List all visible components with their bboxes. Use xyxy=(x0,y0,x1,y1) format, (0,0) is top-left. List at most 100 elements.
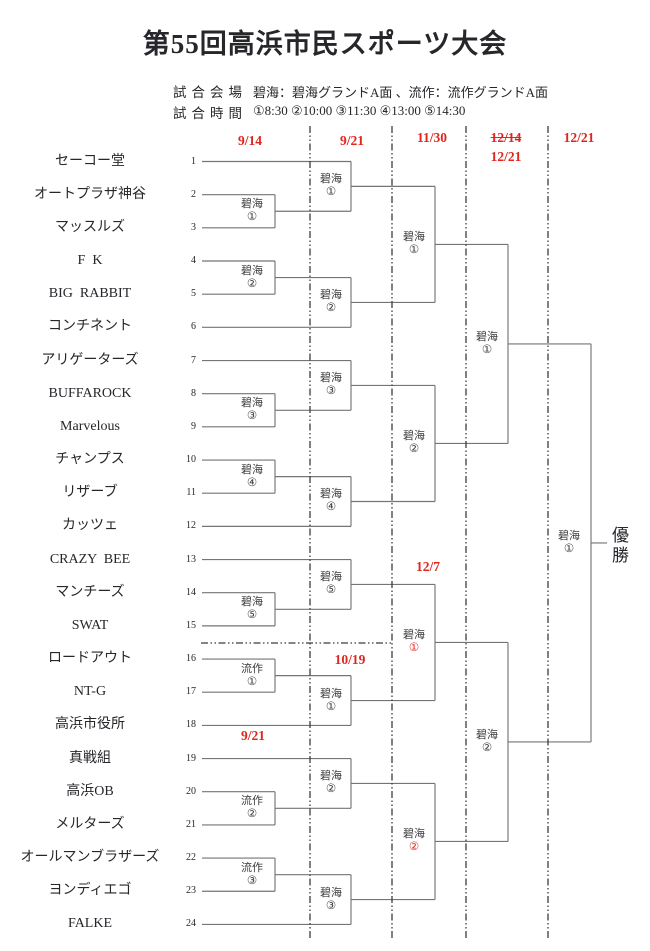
match-number: ② xyxy=(408,841,420,854)
team-seed: 21 xyxy=(186,818,196,830)
team-seed: 10 xyxy=(186,454,196,466)
match-venue: 碧海 xyxy=(558,529,580,542)
team-seed: 14 xyxy=(186,586,196,598)
team-name: Marvelous xyxy=(60,418,120,434)
team-name: 高浜市役所 xyxy=(55,717,125,733)
match-number: ① xyxy=(408,642,420,655)
team-name: F K xyxy=(77,253,103,268)
match-venue: 流作 xyxy=(241,662,263,675)
team-seed: 8 xyxy=(191,387,196,399)
match-venue: 碧海 xyxy=(320,571,342,584)
match-number: ② xyxy=(246,808,258,821)
time-label: 試合時間 xyxy=(173,106,247,121)
match-venue: 碧海 xyxy=(320,289,342,302)
team-name: 真戦組 xyxy=(69,750,111,766)
team-name: コンチネント xyxy=(48,319,132,335)
match-number: ① xyxy=(246,211,258,224)
team-name: カッツェ xyxy=(62,518,118,534)
champion-label: 優勝 xyxy=(609,526,628,566)
team-name: リザーブ xyxy=(62,485,118,501)
team-seed: 24 xyxy=(186,918,196,930)
match-venue: 碧海 xyxy=(403,828,425,841)
team-seed: 11 xyxy=(186,487,196,499)
match-number: ③ xyxy=(246,410,258,423)
team-seed: 5 xyxy=(191,288,196,300)
match-venue: 碧海 xyxy=(476,728,498,741)
team-seed: 3 xyxy=(191,221,196,233)
match-venue: 碧海 xyxy=(320,173,342,186)
team-seed: 13 xyxy=(186,553,196,565)
team-seed: 23 xyxy=(186,885,196,897)
match-venue: 碧海 xyxy=(403,629,425,642)
match-number: ② xyxy=(408,443,420,456)
match-venue: 碧海 xyxy=(320,770,342,783)
team-name: BIG RABBIT xyxy=(48,286,132,302)
match-venue: 碧海 xyxy=(241,198,263,211)
team-seed: 2 xyxy=(191,188,196,200)
team-name: チャンプス xyxy=(55,452,125,468)
match-number: ① xyxy=(563,542,575,555)
match-venue: 碧海 xyxy=(241,596,263,609)
round-date: 12/21 xyxy=(563,130,595,145)
team-name: マンチーズ xyxy=(55,584,125,600)
round-date: 12/7 xyxy=(415,559,440,574)
round-date: 9/21 xyxy=(339,133,364,148)
team-seed: 22 xyxy=(186,852,196,864)
team-seed: 6 xyxy=(191,321,196,333)
match-number: ① xyxy=(325,186,337,199)
round-date: 10/19 xyxy=(334,652,366,667)
match-number: ③ xyxy=(325,385,337,398)
time-text: ①8:30 ②10:00 ③11:30 ④13:00 ⑤14:30 xyxy=(253,103,466,118)
round-date: 11/30 xyxy=(416,130,447,145)
match-venue: 碧海 xyxy=(241,264,263,277)
round-date: 12/14 xyxy=(490,130,522,145)
match-number: ① xyxy=(325,700,337,713)
match-number: ④ xyxy=(246,476,258,489)
match-venue: 流作 xyxy=(241,795,263,808)
match-number: ② xyxy=(325,302,337,315)
match-venue: 碧海 xyxy=(320,687,342,700)
match-number: ③ xyxy=(325,899,337,912)
venue-label: 試合会場 xyxy=(173,85,247,100)
team-name: 高浜OB xyxy=(66,783,114,799)
team-name: SWAT xyxy=(71,617,109,633)
team-seed: 7 xyxy=(191,354,196,366)
match-number: ② xyxy=(481,741,493,754)
match-venue: 碧海 xyxy=(241,397,263,410)
team-name: NT-G xyxy=(73,684,107,700)
match-venue: 碧海 xyxy=(320,372,342,385)
team-seed: 17 xyxy=(186,686,196,698)
match-number: ② xyxy=(325,783,337,796)
match-venue: 碧海 xyxy=(403,231,425,244)
team-name: オールマンブラザーズ xyxy=(20,850,160,866)
match-venue: 碧海 xyxy=(320,488,342,501)
match-number: ④ xyxy=(325,501,337,514)
team-seed: 16 xyxy=(186,653,196,665)
team-name: BUFFAROCK xyxy=(48,385,132,401)
team-name: アリゲーターズ xyxy=(41,352,139,368)
team-seed: 18 xyxy=(186,719,196,731)
match-venue: 流作 xyxy=(241,861,263,874)
round-date: 9/21 xyxy=(240,728,265,743)
team-name: FALKE xyxy=(67,916,113,932)
match-number: ② xyxy=(246,277,258,290)
